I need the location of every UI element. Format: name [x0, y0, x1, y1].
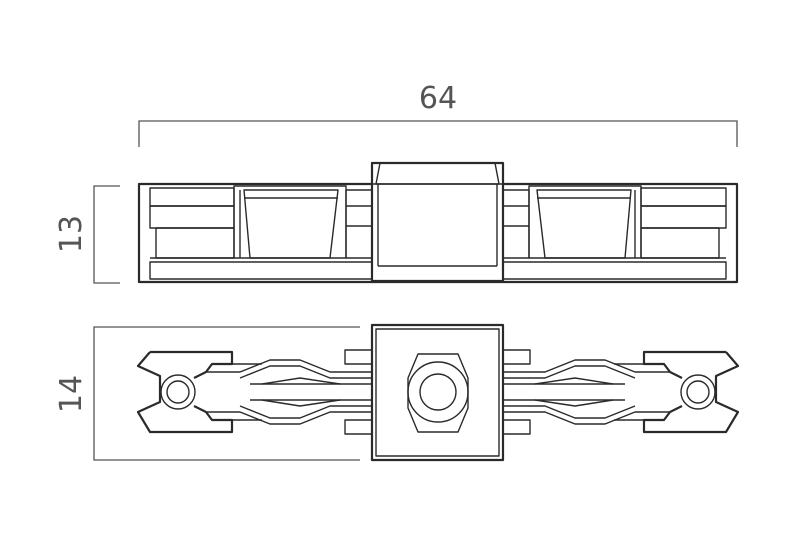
length-dimension: 64: [138, 81, 738, 147]
top-view-right-clamp: [614, 350, 740, 434]
height-dimension: 13: [54, 185, 120, 284]
top-view-left-linkage: [206, 349, 373, 435]
length-dimension-line: [138, 120, 738, 147]
top-view-center-housing: [370, 323, 505, 462]
side-view-right-end: [640, 187, 727, 259]
side-view-left-end: [149, 187, 235, 259]
side-view-left-connector: [345, 189, 373, 259]
side-view-right-block: [528, 185, 642, 259]
side-view-center-housing: [370, 161, 505, 283]
height-dimension-label: 13: [54, 215, 89, 253]
height-dimension-line: [93, 185, 120, 284]
side-view-right-connector: [502, 189, 530, 259]
side-view-left-block: [233, 185, 347, 259]
top-view-right-linkage: [502, 349, 669, 435]
width-dimension-label: 14: [54, 375, 89, 413]
side-view: [137, 161, 739, 284]
top-view: [136, 323, 740, 462]
width-dimension-line: [93, 326, 360, 461]
top-view-left-clamp: [136, 350, 262, 434]
length-dimension-label: 64: [419, 81, 457, 116]
width-dimension: 14: [54, 326, 360, 461]
